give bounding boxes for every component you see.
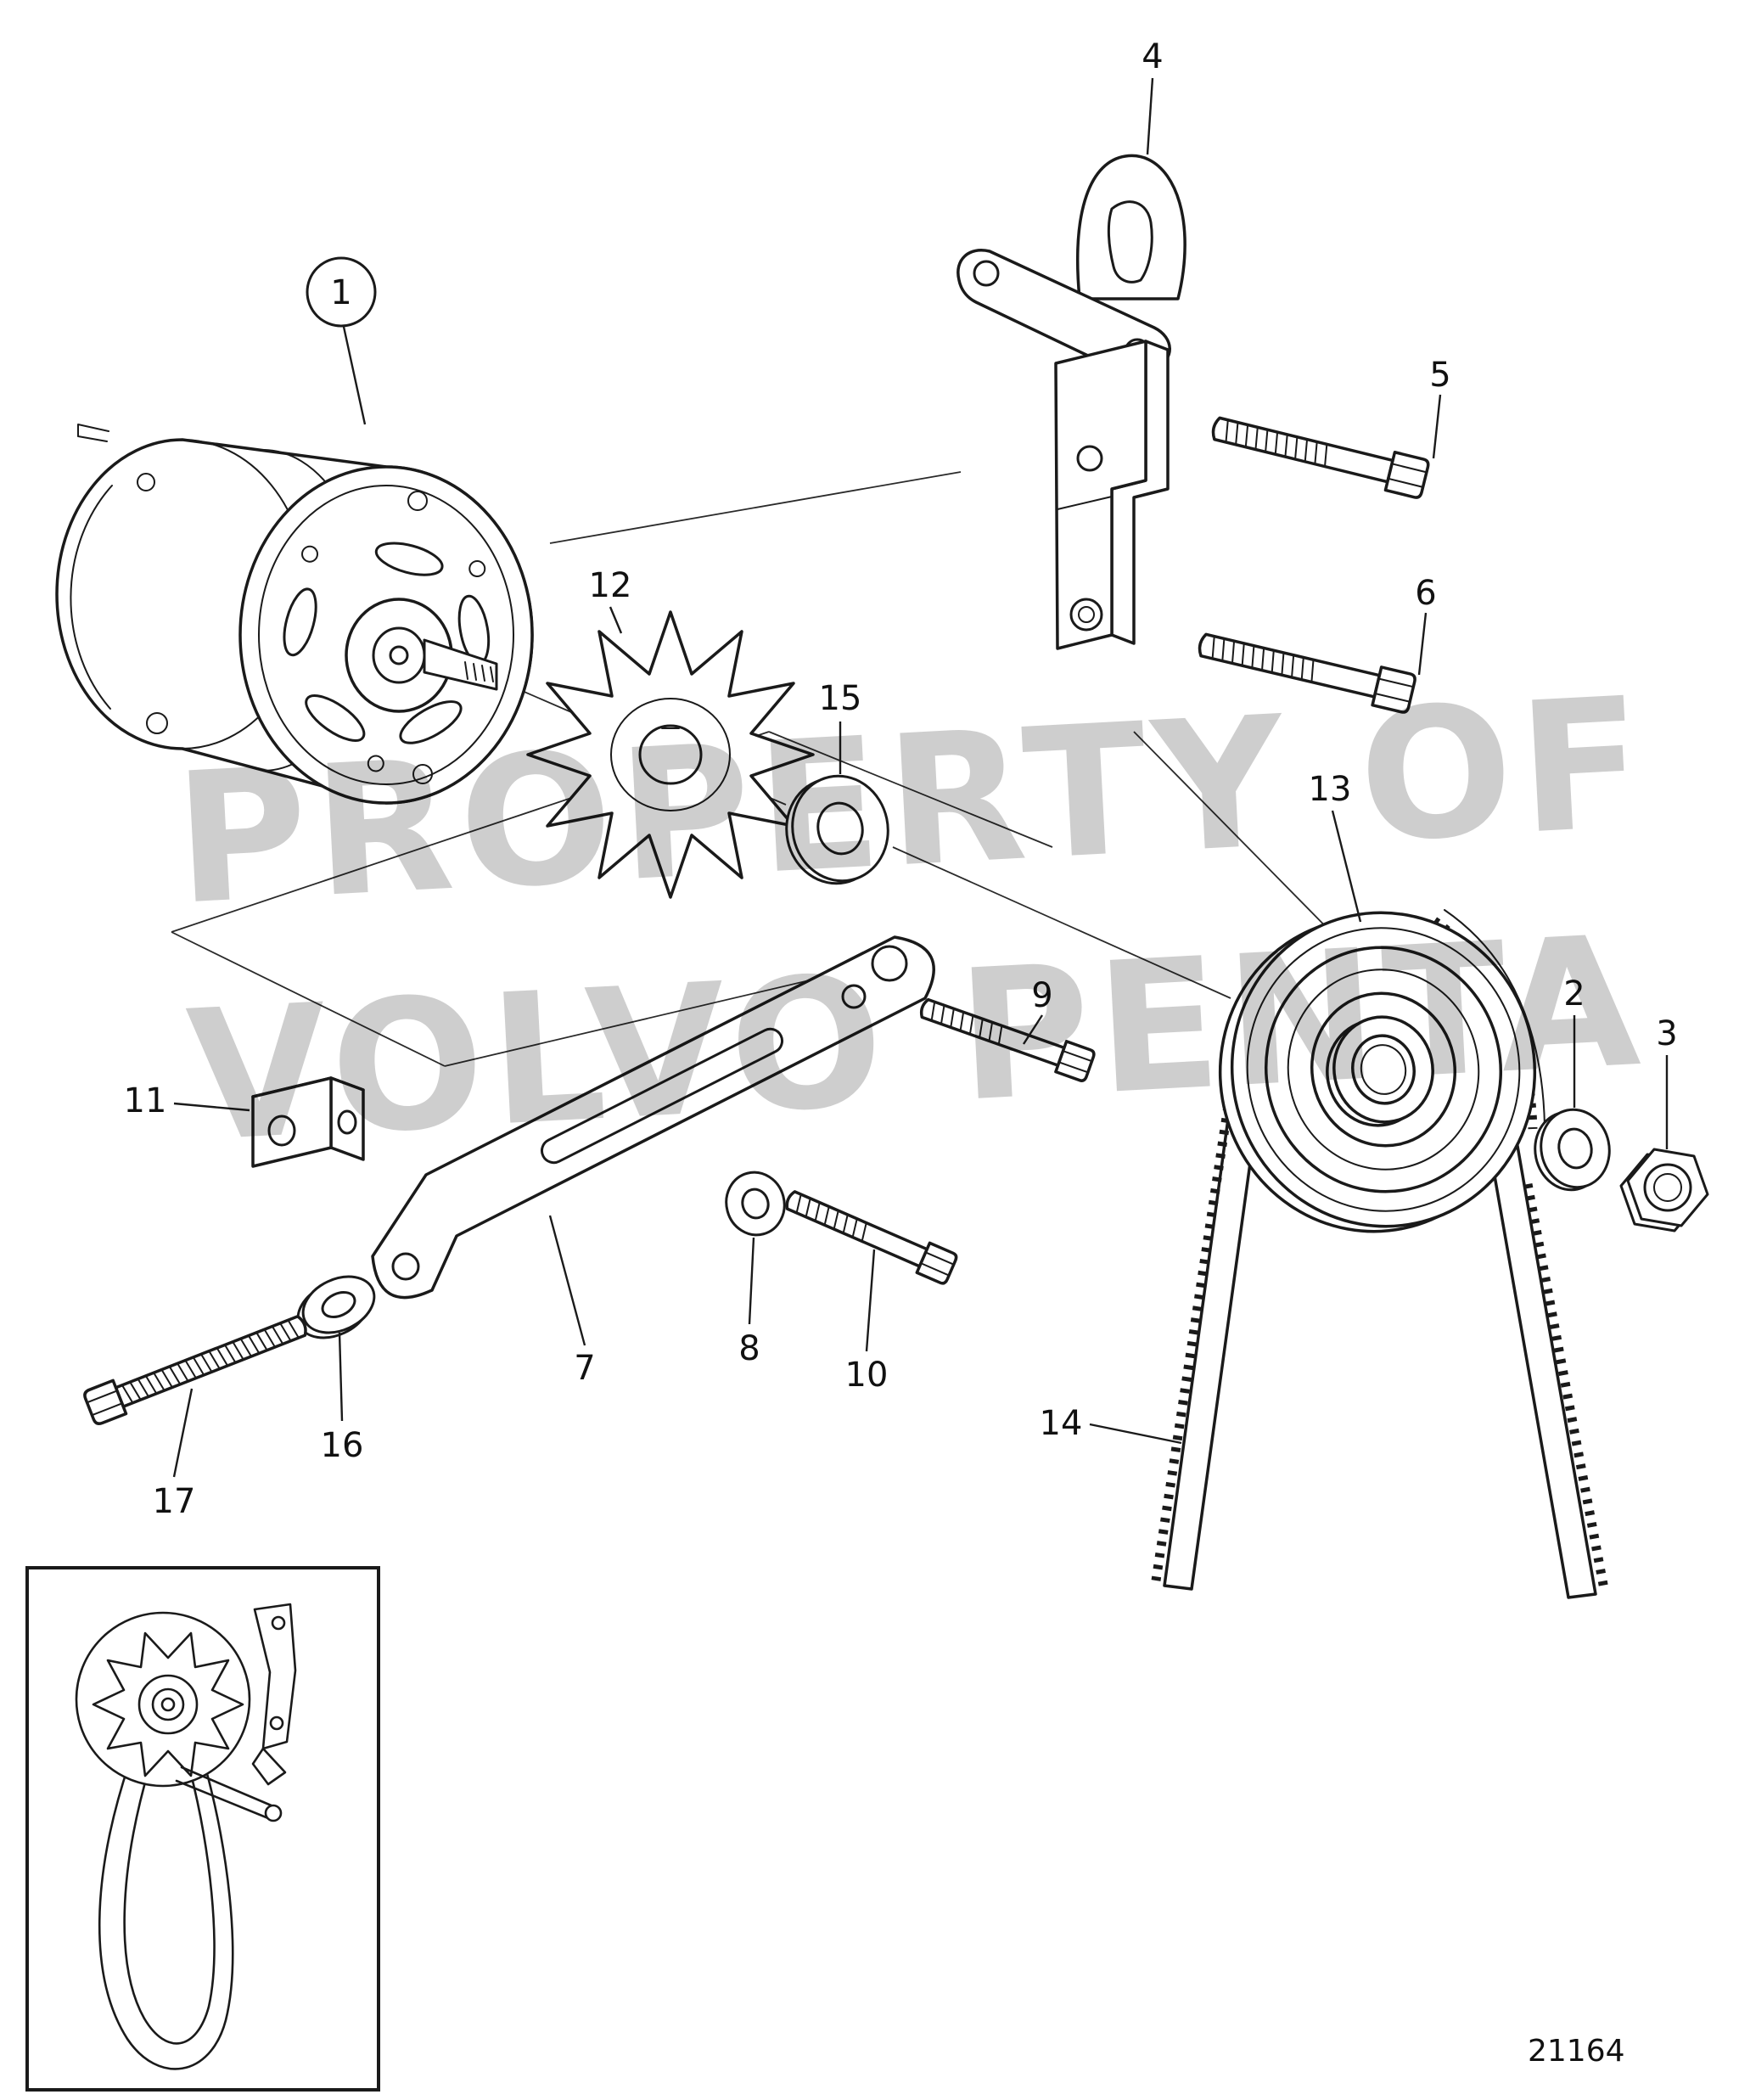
alternator-shaft: [423, 638, 498, 691]
fan-center-hole: [638, 724, 703, 785]
callout-6: 6: [1415, 574, 1436, 613]
part-11-nut-block: [251, 1076, 365, 1168]
part-16-washer: [296, 1275, 376, 1339]
callout-10: 10: [845, 1356, 889, 1395]
drawing-number: 21164: [1528, 2034, 1625, 2069]
callout-14: 14: [1040, 1404, 1083, 1443]
part-12-fan: [526, 610, 815, 899]
callout-11: 11: [124, 1081, 167, 1120]
callout-16: 16: [321, 1426, 364, 1465]
arm-slot: [540, 1027, 784, 1165]
callout-5: 5: [1429, 356, 1450, 395]
callout-7: 7: [574, 1349, 595, 1388]
callout-17: 17: [153, 1482, 196, 1521]
belt-teeth-right: [1523, 1182, 1609, 1591]
callout-3: 3: [1656, 1014, 1677, 1053]
callout-15: 15: [819, 679, 862, 718]
part-3-nut: [1619, 1148, 1709, 1232]
callout-12: 12: [589, 566, 632, 605]
callout-lines: [172, 77, 1669, 1478]
callout-labels: 1 2 3 4 5 6 7 8 9 10 11 12 13 14 15 16 1…: [124, 37, 1678, 1521]
alternator-vent-slots: [283, 542, 491, 772]
part-4-bracket: [956, 154, 1186, 650]
callout-4: 4: [1142, 37, 1163, 76]
assembled-view-inset: [25, 1566, 380, 2092]
callout-13: 13: [1309, 770, 1352, 809]
callout-8: 8: [738, 1329, 760, 1368]
callout-9: 9: [1031, 976, 1052, 1015]
callout-2: 2: [1563, 974, 1585, 1014]
bracket-hole-top: [1107, 200, 1153, 284]
callout-1-circle: [306, 256, 377, 328]
part-2-washer: [1534, 1108, 1611, 1192]
part-8-washer: [725, 1171, 786, 1237]
part-15-spacer-washer: [785, 774, 889, 885]
part-7-adjusting-arm: [371, 935, 935, 1300]
part-13-pulley: [1218, 911, 1537, 1233]
part-1-alternator: [55, 424, 534, 805]
callout-1: 1: [330, 273, 351, 312]
